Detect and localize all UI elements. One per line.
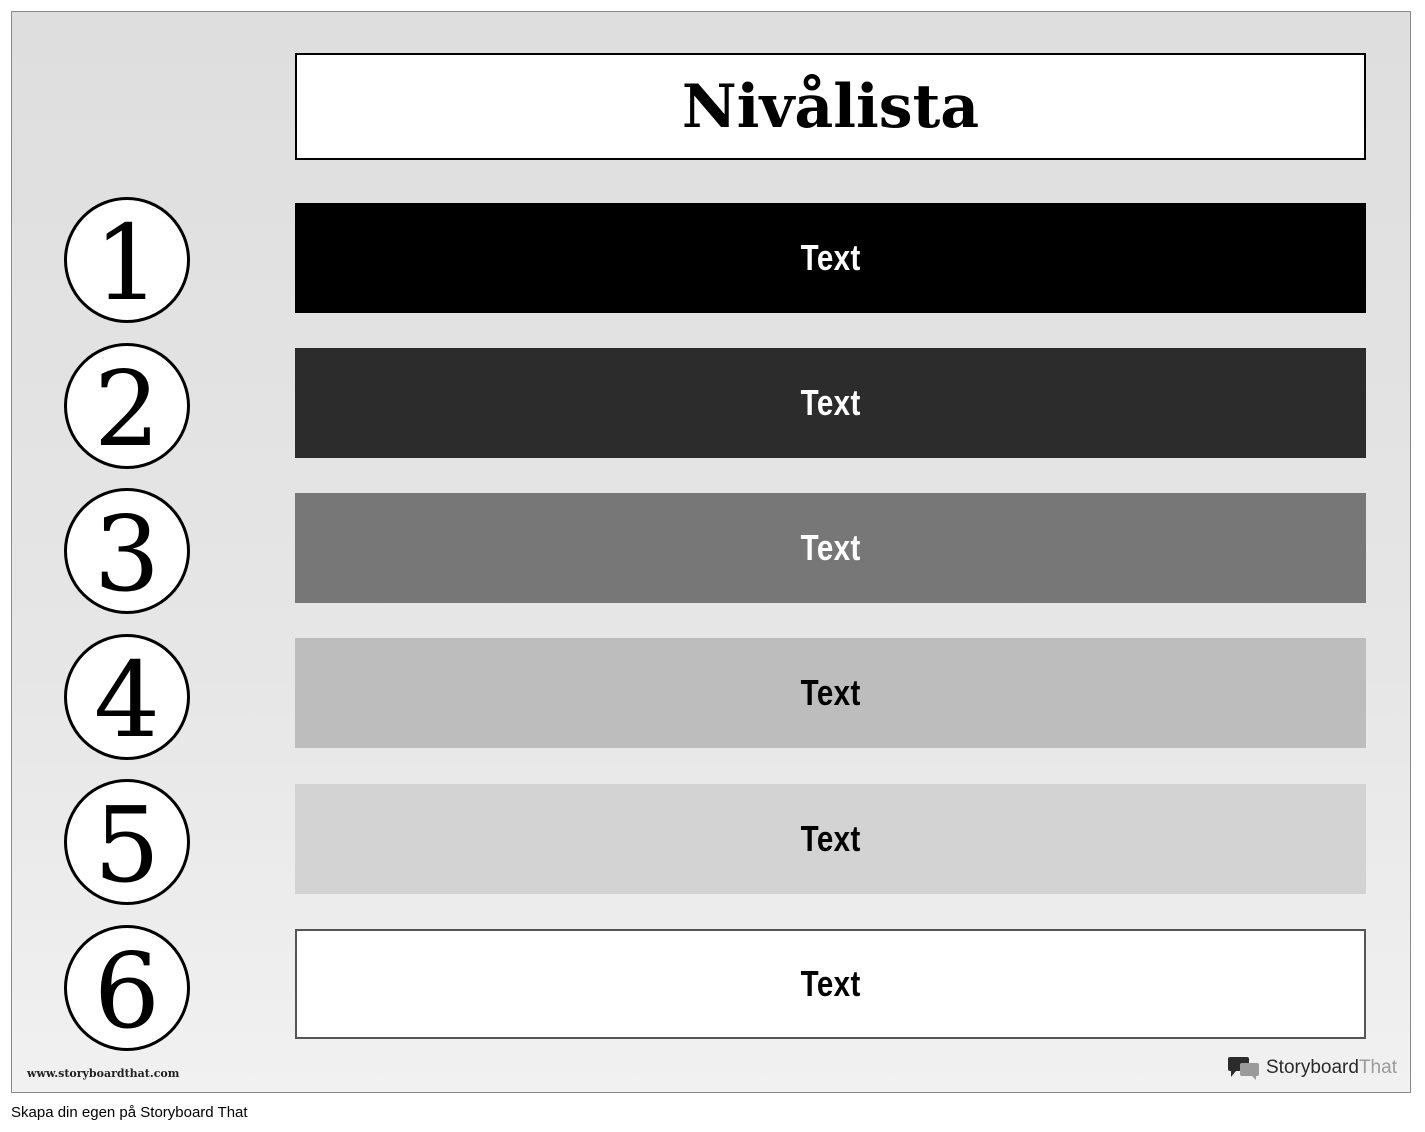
tier-number-circle: 1 (64, 197, 190, 323)
page-title: Nivålista (681, 71, 980, 142)
tier-label: Text (800, 382, 861, 423)
brand-name-dark: Storyboard (1266, 1057, 1359, 1078)
tier-number-circle: 6 (64, 925, 190, 1051)
tier-number: 5 (93, 784, 161, 906)
tier-number-circle: 5 (64, 779, 190, 905)
tier-bar[interactable]: Text (295, 203, 1366, 313)
tier-label: Text (800, 527, 861, 568)
tier-bar[interactable]: Text (295, 929, 1366, 1039)
tier-number: 2 (93, 348, 161, 470)
tier-number: 1 (93, 202, 161, 324)
tier-number: 3 (93, 493, 161, 615)
tier-number: 6 (93, 930, 161, 1052)
tier-label: Text (800, 963, 861, 1004)
tier-bar[interactable]: Text (295, 638, 1366, 748)
website-url: www.storyboardthat.com (27, 1067, 180, 1080)
tier-bar[interactable]: Text (295, 348, 1366, 458)
footer-caption[interactable]: Skapa din egen på Storyboard That (11, 1104, 248, 1121)
tier-label: Text (800, 818, 861, 859)
worksheet: Nivålista 1 Text 2 Text 3 Text 4 Text 5 … (11, 11, 1411, 1093)
speech-bubbles-icon (1228, 1057, 1259, 1080)
brand-name-light: That (1358, 1057, 1397, 1078)
tier-number: 4 (93, 639, 161, 761)
tier-number-circle: 2 (64, 343, 190, 469)
tier-number-circle: 3 (64, 488, 190, 614)
tier-label: Text (800, 672, 861, 713)
tier-bar[interactable]: Text (295, 784, 1366, 894)
storyboardthat-logo: StoryboardThat (1228, 1055, 1397, 1081)
tier-label: Text (800, 237, 861, 278)
tier-number-circle: 4 (64, 634, 190, 760)
tier-bar[interactable]: Text (295, 493, 1366, 603)
title-box: Nivålista (295, 53, 1366, 160)
